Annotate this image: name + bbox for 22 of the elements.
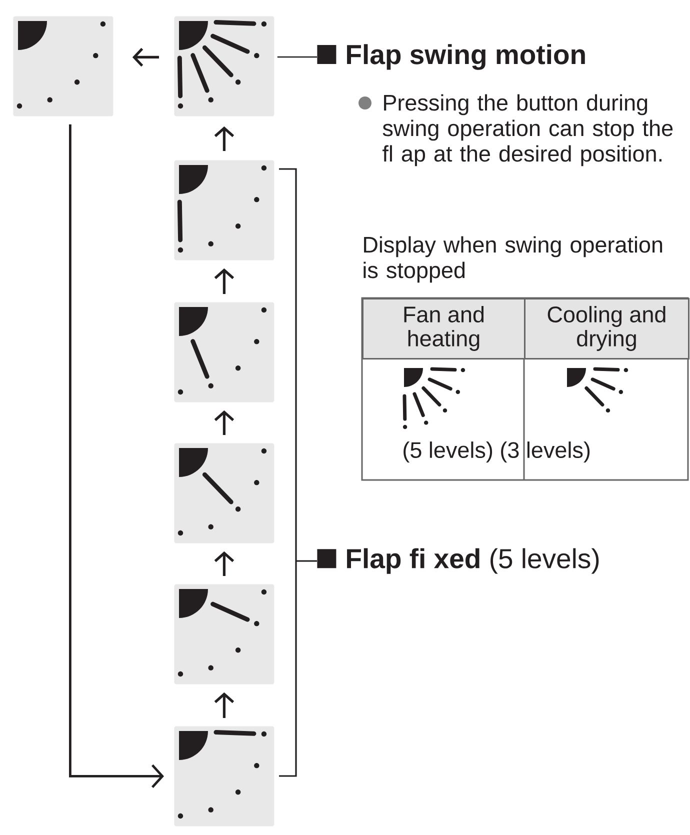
leader-line <box>277 56 317 58</box>
flap-display-drawing <box>174 726 274 826</box>
header-cell: Cooling and drying <box>524 298 690 360</box>
arrow <box>69 124 164 788</box>
arrow <box>132 48 159 67</box>
arrow <box>214 410 234 435</box>
flap-display-drawing <box>174 302 274 402</box>
level-text: (5 levels) (3 levels) <box>404 442 590 462</box>
table-title: Display when swing operation is stopped <box>364 236 662 283</box>
flap-display-drawing <box>13 16 114 116</box>
callout-label: Flap swing motion <box>317 44 585 70</box>
flap-display-drawing <box>174 160 274 260</box>
flap-display-drawing <box>174 443 274 544</box>
arrow <box>214 126 234 151</box>
arrow <box>214 551 234 576</box>
arrow <box>214 268 234 294</box>
flap-display-drawing <box>174 16 274 116</box>
callout-label: Flap fi xed (5 levels) <box>317 548 599 574</box>
flap-display-drawing <box>174 584 274 684</box>
note-text: Pressing the button during swing operation can stop the fl ap at the desired position. <box>382 94 673 166</box>
header-cell: Fan and heating <box>362 298 526 360</box>
arrow <box>214 692 234 718</box>
